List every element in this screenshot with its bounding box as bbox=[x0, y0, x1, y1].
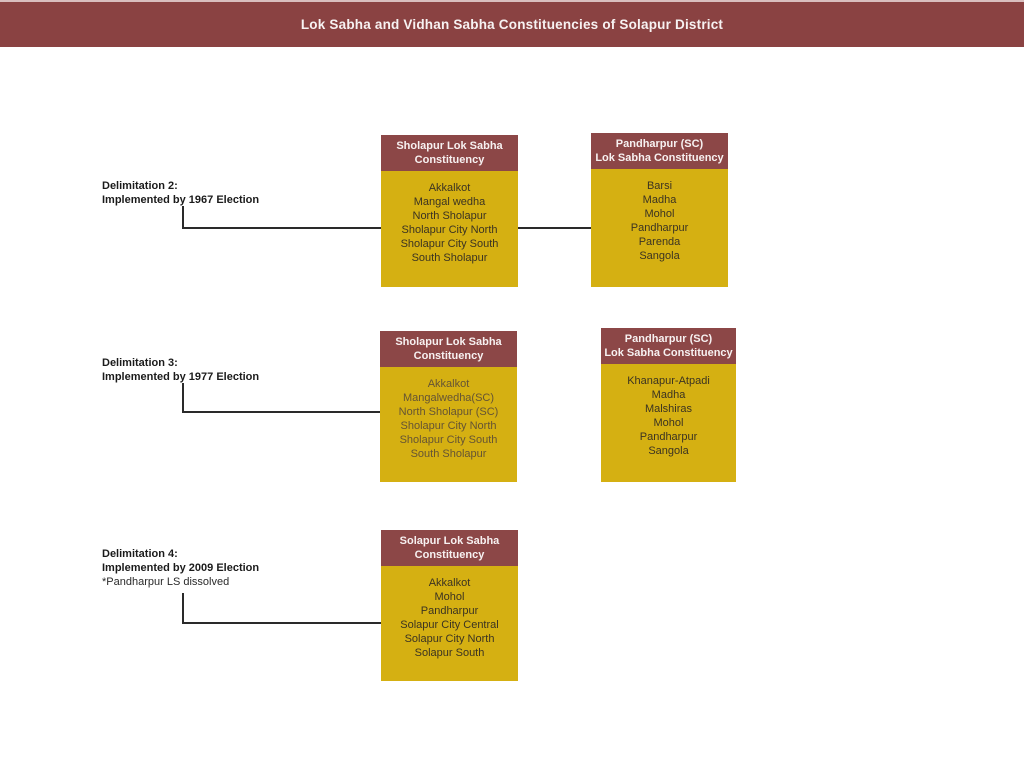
box-header-line2: Constituency bbox=[413, 350, 484, 362]
box-header: Pandharpur (SC) Lok Sabha Constituency bbox=[591, 133, 728, 169]
constituency-item: Solapur South bbox=[414, 647, 485, 659]
constituency-item: Pandharpur bbox=[630, 222, 689, 234]
constituency-item: South Sholapur bbox=[411, 252, 488, 264]
box-pandharpur-lok-sabha-1977: Pandharpur (SC) Lok Sabha Constituency K… bbox=[601, 328, 736, 482]
constituency-item: Mohol bbox=[644, 208, 675, 220]
delimitation-3-title: Delimitation 3: bbox=[102, 357, 178, 369]
box-header-line2: Constituency bbox=[414, 549, 485, 561]
box-header: Pandharpur (SC) Lok Sabha Constituency bbox=[601, 328, 736, 364]
delimitation-3-label: Delimitation 3: Implemented by 1977 Elec… bbox=[102, 356, 259, 384]
box-header-line2: Lok Sabha Constituency bbox=[604, 347, 733, 359]
delimitation-2-subtitle: Implemented by 1967 Election bbox=[102, 194, 260, 206]
box-header-line1: Solapur Lok Sabha bbox=[399, 535, 500, 547]
constituency-item: North Sholapur bbox=[412, 210, 487, 222]
box-solapur-lok-sabha-2009: Solapur Lok Sabha Constituency Akkalkot … bbox=[381, 530, 518, 681]
delimitation-2-title: Delimitation 2: bbox=[102, 180, 178, 192]
box-body: Akkalkot Mohol Pandharpur Solapur City C… bbox=[381, 566, 518, 681]
constituency-item: Mangalwedha(SC) bbox=[402, 392, 495, 404]
constituency-item: Madha bbox=[642, 194, 677, 206]
box-body: Akkalkot Mangal wedha North Sholapur Sho… bbox=[381, 171, 518, 287]
box-header: Solapur Lok Sabha Constituency bbox=[381, 530, 518, 566]
constituency-item: Mangal wedha bbox=[413, 196, 486, 208]
constituency-item: Malshiras bbox=[644, 403, 693, 415]
box-header-line1: Sholapur Lok Sabha bbox=[395, 336, 502, 348]
constituency-item: North Sholapur (SC) bbox=[398, 406, 499, 418]
constituency-item: Sholapur City South bbox=[400, 238, 499, 250]
connector-row2-vertical bbox=[182, 383, 184, 413]
page-title: Lok Sabha and Vidhan Sabha Constituencie… bbox=[300, 17, 724, 32]
delimitation-4-note: *Pandharpur LS dissolved bbox=[102, 576, 230, 588]
title-bar: Lok Sabha and Vidhan Sabha Constituencie… bbox=[0, 0, 1024, 47]
connector-row3-horizontal bbox=[182, 622, 381, 624]
delimitation-4-title: Delimitation 4: bbox=[102, 548, 178, 560]
constituency-item: Akkalkot bbox=[427, 378, 470, 390]
box-pandharpur-lok-sabha-1967: Pandharpur (SC) Lok Sabha Constituency B… bbox=[591, 133, 728, 287]
connector-row1-horizontal-right bbox=[518, 227, 591, 229]
constituency-item: Parenda bbox=[638, 236, 681, 248]
delimitation-2-label: Delimitation 2: Implemented by 1967 Elec… bbox=[102, 179, 259, 207]
box-header-line1: Sholapur Lok Sabha bbox=[396, 140, 503, 152]
box-header-line1: Pandharpur (SC) bbox=[624, 333, 713, 345]
constituency-item: Pandharpur bbox=[639, 431, 698, 443]
delimitation-4-label: Delimitation 4: Implemented by 2009 Elec… bbox=[102, 547, 259, 589]
constituency-item: Pandharpur bbox=[420, 605, 479, 617]
constituency-item: Akkalkot bbox=[428, 577, 471, 589]
constituency-item: Sangola bbox=[648, 445, 689, 457]
box-body: Khanapur-Atpadi Madha Malshiras Mohol Pa… bbox=[601, 364, 736, 482]
connector-row2-horizontal bbox=[182, 411, 380, 413]
box-header-line1: Pandharpur (SC) bbox=[615, 138, 704, 150]
box-header: Sholapur Lok Sabha Constituency bbox=[381, 135, 518, 171]
constituency-item: Barsi bbox=[646, 180, 673, 192]
connector-row3-vertical bbox=[182, 593, 184, 624]
box-header-line2: Lok Sabha Constituency bbox=[595, 152, 724, 164]
constituency-item: Madha bbox=[651, 389, 686, 401]
box-header-line2: Constituency bbox=[414, 154, 485, 166]
constituency-item: South Sholapur bbox=[410, 448, 487, 460]
box-body: Barsi Madha Mohol Pandharpur Parenda San… bbox=[591, 169, 728, 287]
constituency-item: Solapur City North bbox=[404, 633, 495, 645]
delimitation-4-subtitle: Implemented by 2009 Election bbox=[102, 562, 260, 574]
constituency-item: Mohol bbox=[434, 591, 465, 603]
constituency-item: Akkalkot bbox=[428, 182, 471, 194]
constituency-item: Solapur City Central bbox=[400, 619, 499, 631]
constituency-item: Sholapur City North bbox=[400, 420, 497, 432]
box-body: Akkalkot Mangalwedha(SC) North Sholapur … bbox=[380, 367, 517, 482]
connector-row1-horizontal-left bbox=[182, 227, 381, 229]
box-header: Sholapur Lok Sabha Constituency bbox=[380, 331, 517, 367]
constituency-item: Mohol bbox=[653, 417, 684, 429]
constituency-item: Sholapur City South bbox=[399, 434, 498, 446]
connector-row1-vertical bbox=[182, 206, 184, 229]
box-sholapur-lok-sabha-1967: Sholapur Lok Sabha Constituency Akkalkot… bbox=[381, 135, 518, 287]
constituency-item: Sangola bbox=[639, 250, 680, 262]
constituency-item: Khanapur-Atpadi bbox=[627, 375, 710, 387]
box-sholapur-lok-sabha-1977: Sholapur Lok Sabha Constituency Akkalkot… bbox=[380, 331, 517, 482]
delimitation-3-subtitle: Implemented by 1977 Election bbox=[102, 371, 260, 383]
constituency-item: Sholapur City North bbox=[401, 224, 498, 236]
